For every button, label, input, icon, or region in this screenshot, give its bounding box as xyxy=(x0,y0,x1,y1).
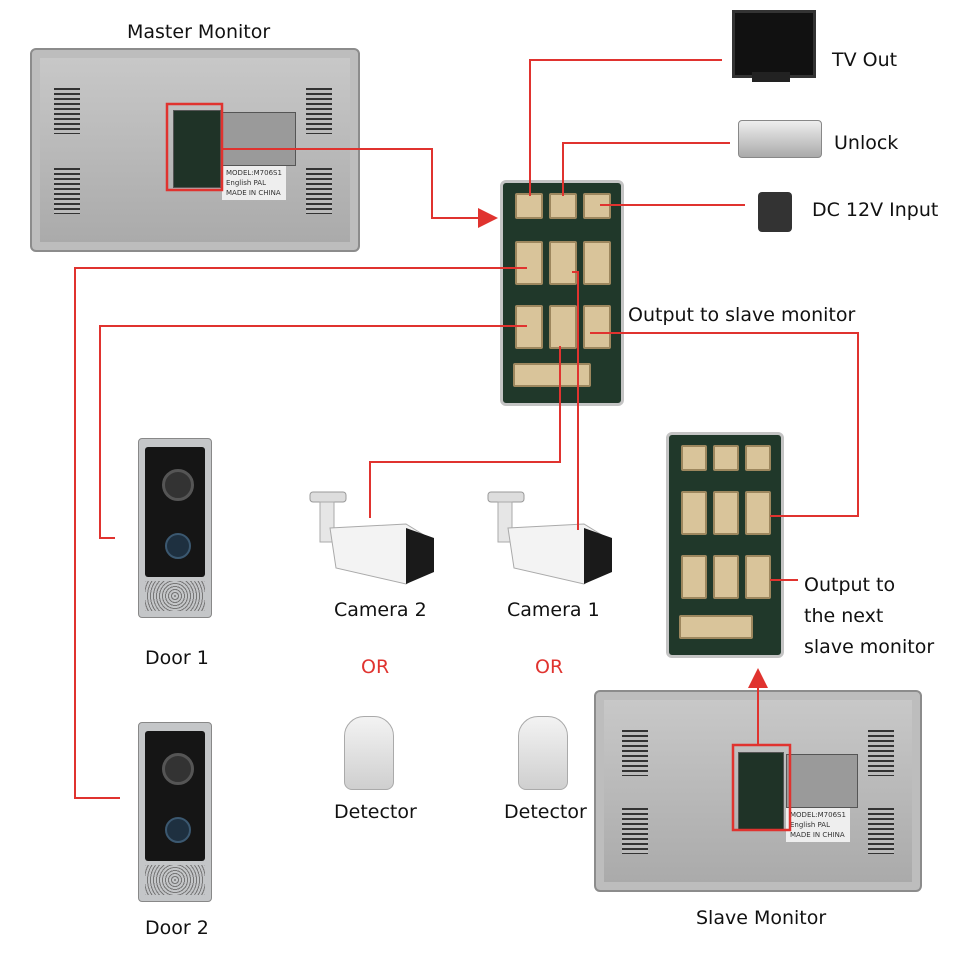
master-highlight-box xyxy=(165,102,224,192)
vent xyxy=(622,730,648,776)
connector xyxy=(549,193,577,219)
bell-icon xyxy=(165,533,191,559)
connector xyxy=(549,305,577,349)
speaker-grill xyxy=(145,581,205,611)
wire-unlock xyxy=(562,142,730,196)
camera-lens-icon xyxy=(162,469,194,501)
master-connector-panel xyxy=(173,110,221,188)
vent xyxy=(306,88,332,134)
sticker-line: MADE IN CHINA xyxy=(226,189,281,197)
camera-2-icon xyxy=(309,491,434,585)
vent xyxy=(622,808,648,854)
slave-highlight-box xyxy=(731,743,792,832)
wire-output-slave xyxy=(590,332,859,517)
connector xyxy=(681,555,707,599)
output-slave-label: Output to slave monitor xyxy=(628,304,856,326)
door1-label: Door 1 xyxy=(145,647,209,669)
connector xyxy=(713,555,739,599)
wire-camera2 xyxy=(369,346,561,518)
connector xyxy=(713,445,739,471)
slave-monitor-label: Slave Monitor xyxy=(696,907,827,929)
or-label: OR xyxy=(535,656,564,678)
output-next-line: the next xyxy=(804,605,884,627)
connector xyxy=(745,555,771,599)
connector xyxy=(679,615,753,639)
vent xyxy=(54,168,80,214)
dip-switch-panel xyxy=(786,754,858,808)
connector-board xyxy=(500,180,624,406)
wire-tv-out xyxy=(529,59,722,196)
vent xyxy=(868,808,894,854)
vent xyxy=(54,88,80,134)
dc-input-label: DC 12V Input xyxy=(812,199,939,221)
slave-connector-board xyxy=(666,432,784,658)
detector-icon xyxy=(518,716,568,790)
unlock-label: Unlock xyxy=(834,132,899,154)
vent xyxy=(868,730,894,776)
output-next-line: Output to xyxy=(804,574,896,596)
connector xyxy=(549,241,577,285)
connector xyxy=(583,305,611,349)
detector-label: Detector xyxy=(334,801,417,823)
camera-lens-icon xyxy=(162,753,194,785)
or-label: OR xyxy=(361,656,390,678)
lock-icon xyxy=(738,120,822,158)
door2-label: Door 2 xyxy=(145,917,209,939)
wire-door1 xyxy=(99,325,527,539)
sticker-line: English PAL xyxy=(226,179,266,187)
model-sticker: MODEL:M706S1 English PAL MADE IN CHINA xyxy=(222,166,286,200)
detector-label: Detector xyxy=(504,801,587,823)
wire-master-to-board xyxy=(222,148,498,228)
detector-icon xyxy=(344,716,394,790)
wire-camera1 xyxy=(572,271,579,530)
wire-door2 xyxy=(74,267,527,799)
power-adapter-icon xyxy=(758,192,792,232)
dip-switch-panel xyxy=(222,112,296,166)
master-monitor-label: Master Monitor xyxy=(127,21,271,43)
output-next-label: Output to the next slave monitor xyxy=(804,570,934,663)
tv-icon xyxy=(732,10,816,78)
door-station-2 xyxy=(138,722,212,902)
model-sticker: MODEL:M706S1 English PAL MADE IN CHINA xyxy=(786,808,850,842)
vent xyxy=(306,168,332,214)
connector xyxy=(583,241,611,285)
sticker-line: MADE IN CHINA xyxy=(790,831,845,839)
connector xyxy=(745,445,771,471)
sticker-line: English PAL xyxy=(790,821,830,829)
connector xyxy=(745,491,771,535)
camera2-label: Camera 2 xyxy=(334,599,427,621)
door-station-1 xyxy=(138,438,212,618)
bell-icon xyxy=(165,817,191,843)
camera1-label: Camera 1 xyxy=(507,599,600,621)
connector xyxy=(713,491,739,535)
speaker-grill xyxy=(145,865,205,895)
tv-stand xyxy=(752,72,790,82)
connector xyxy=(681,491,707,535)
output-next-line: slave monitor xyxy=(804,636,935,658)
camera-1-icon xyxy=(487,491,612,585)
sticker-line: MODEL:M706S1 xyxy=(226,169,282,177)
connector xyxy=(583,193,611,219)
connector xyxy=(681,445,707,471)
sticker-line: MODEL:M706S1 xyxy=(790,811,846,819)
tv-out-label: TV Out xyxy=(832,49,898,71)
connector xyxy=(515,241,543,285)
